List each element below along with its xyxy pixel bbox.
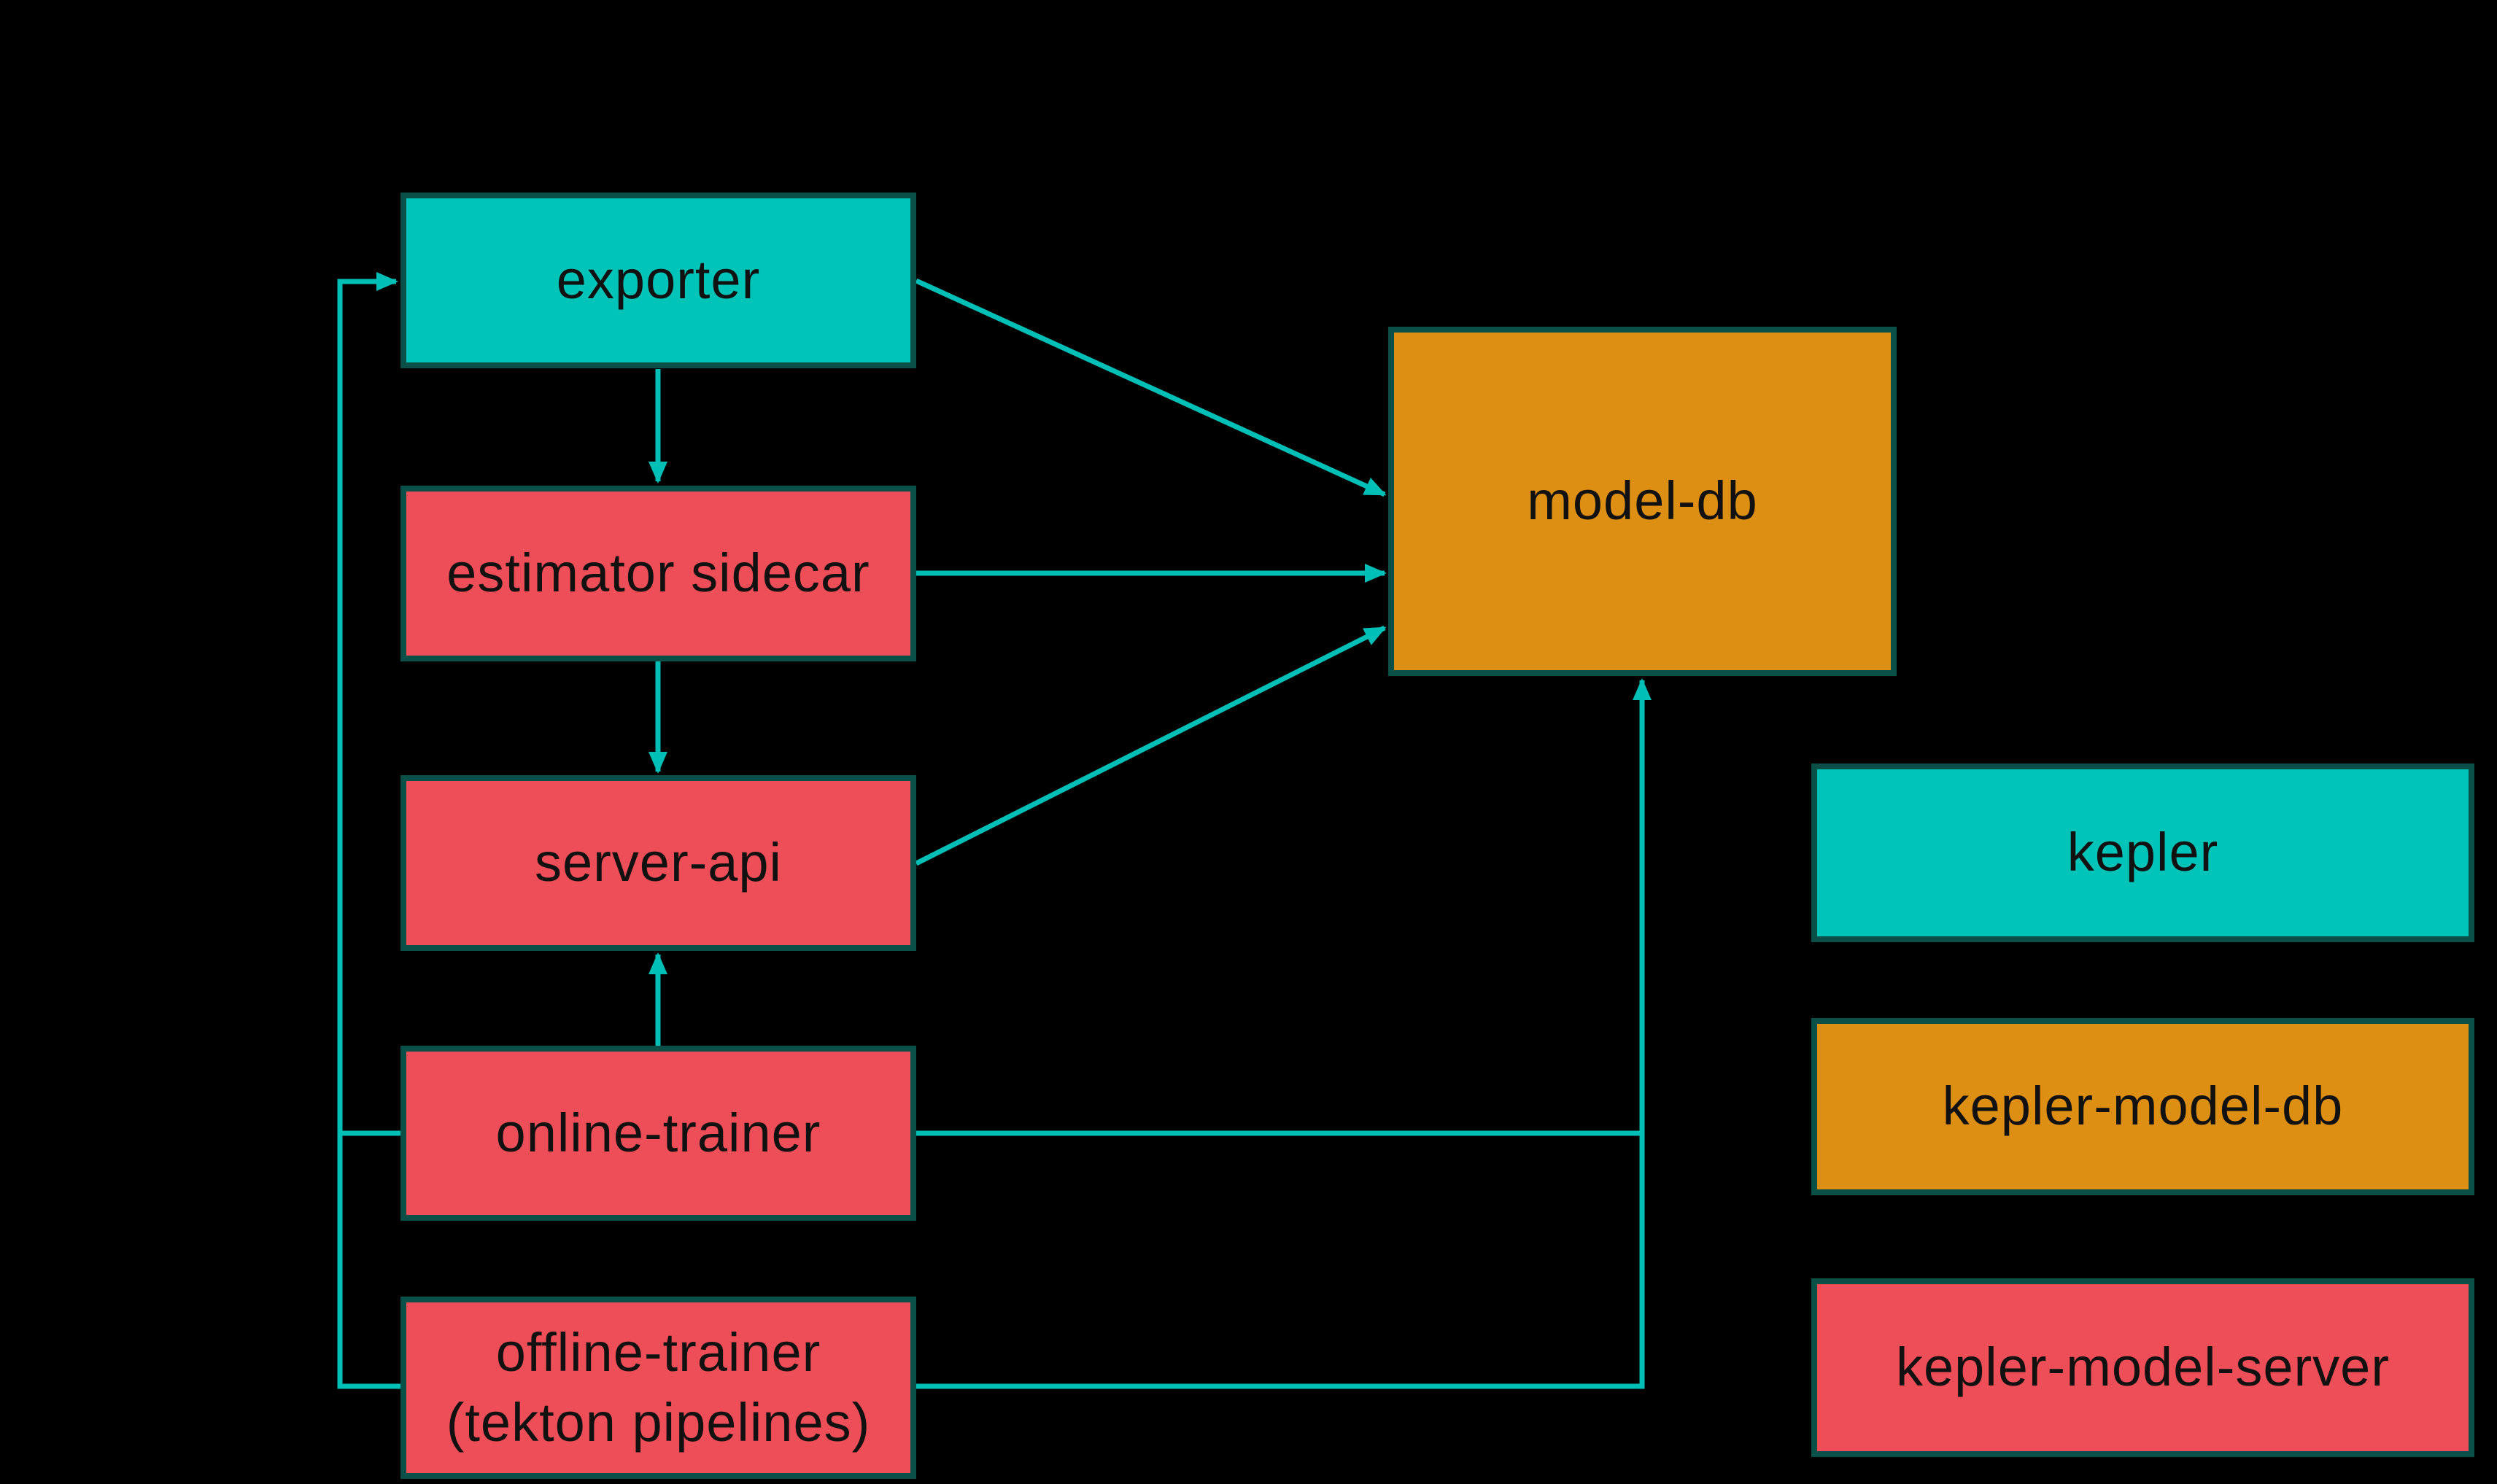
node-model-db-label: model-db: [1527, 470, 1758, 532]
legend-kepler-model-server-label: kepler-model-server: [1896, 1337, 2390, 1398]
node-exporter: exporter: [400, 193, 916, 368]
node-offline-trainer-label-line2: (tekton pipelines): [446, 1392, 871, 1453]
node-model-db: model-db: [1388, 327, 1897, 676]
node-server-api-label: server-api: [535, 832, 782, 893]
legend-kepler-model-db-label: kepler-model-db: [1942, 1076, 2344, 1137]
node-estimator-sidecar-label: estimator sidecar: [446, 543, 870, 604]
legend-item-kepler: kepler: [1811, 764, 2474, 942]
legend-item-kepler-model-server: kepler-model-server: [1811, 1278, 2474, 1457]
node-online-trainer-label: online-trainer: [495, 1102, 821, 1163]
edge-offline-trainer-to-model-db: [916, 678, 1652, 1389]
node-offline-trainer: offline-trainer (tekton pipelines): [400, 1297, 916, 1479]
edge-exporter-to-model-db: [915, 278, 1387, 497]
node-estimator-sidecar: estimator sidecar: [400, 486, 916, 661]
node-offline-trainer-label-line1: offline-trainer: [495, 1321, 821, 1383]
node-exporter-label: exporter: [556, 249, 761, 311]
node-online-trainer: online-trainer: [400, 1046, 916, 1221]
edge-trainers-feedback-to-exporter: [337, 272, 400, 1389]
edge-server-api-to-model-db: [915, 625, 1387, 866]
legend-item-kepler-model-db: kepler-model-db: [1811, 1018, 2474, 1195]
node-server-api: server-api: [400, 775, 916, 951]
legend-kepler-label: kepler: [2067, 822, 2219, 883]
